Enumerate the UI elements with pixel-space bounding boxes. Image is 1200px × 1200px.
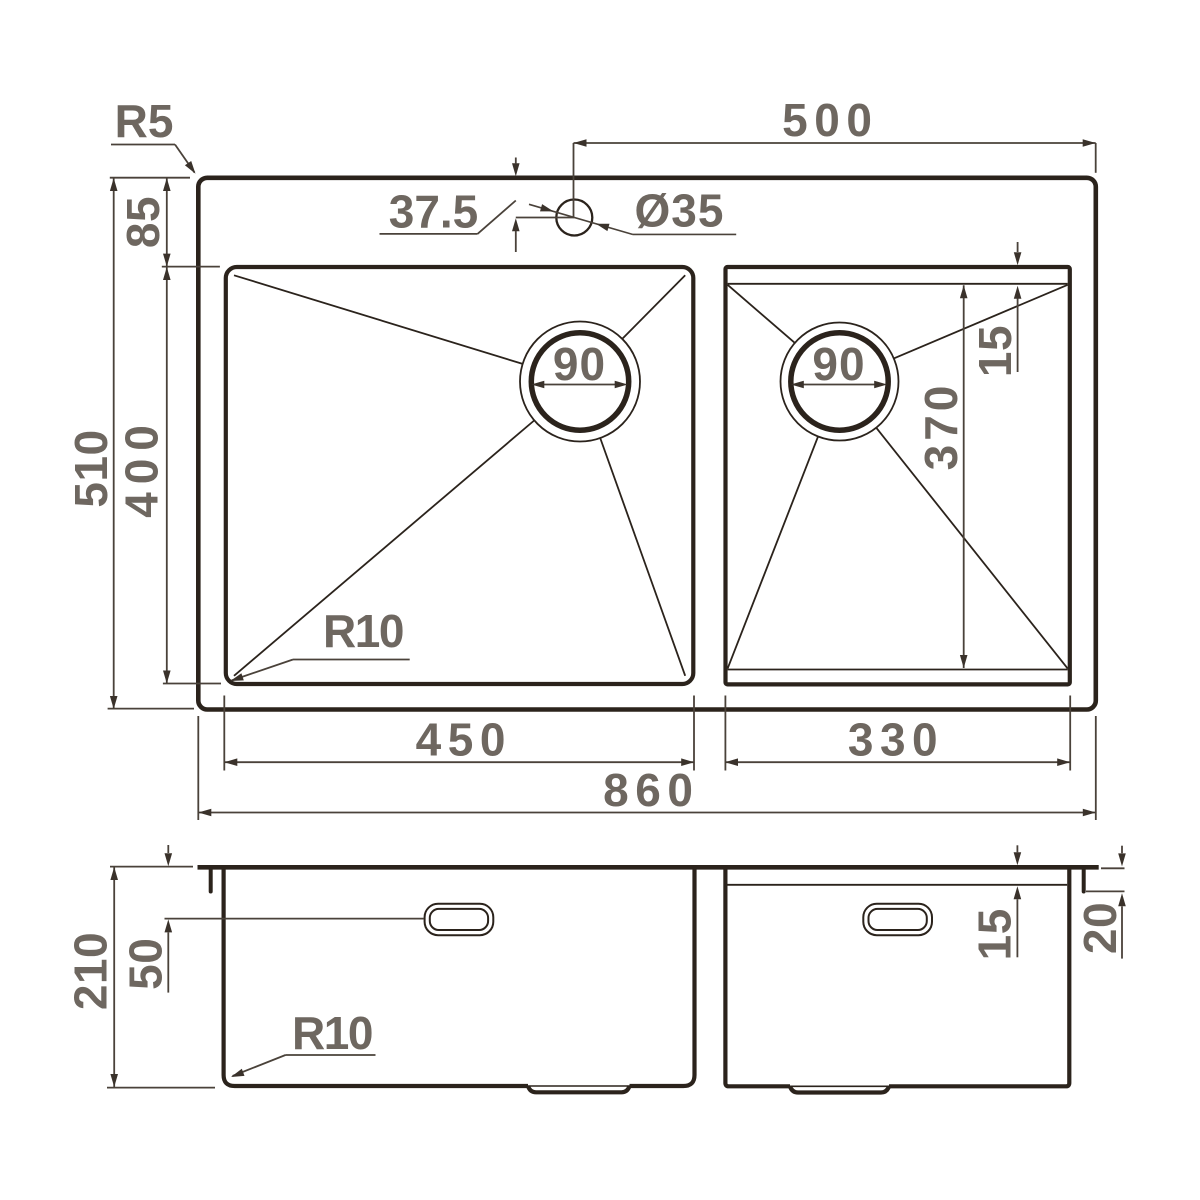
svg-text:R10: R10 xyxy=(323,605,403,657)
svg-text:330: 330 xyxy=(848,714,944,766)
svg-text:20: 20 xyxy=(1074,902,1126,954)
svg-text:R5: R5 xyxy=(115,95,174,147)
svg-text:37.5: 37.5 xyxy=(389,186,479,238)
svg-text:860: 860 xyxy=(603,764,699,816)
svg-text:500: 500 xyxy=(782,94,878,146)
svg-text:370: 370 xyxy=(915,382,967,471)
svg-text:210: 210 xyxy=(65,932,117,1010)
svg-text:15: 15 xyxy=(969,325,1021,377)
svg-text:400: 400 xyxy=(116,417,168,518)
svg-text:Ø35: Ø35 xyxy=(635,185,725,237)
svg-text:85: 85 xyxy=(117,196,169,248)
svg-text:90: 90 xyxy=(812,338,865,390)
svg-text:510: 510 xyxy=(65,429,117,507)
svg-text:15: 15 xyxy=(969,908,1021,960)
svg-text:90: 90 xyxy=(553,338,606,390)
svg-text:450: 450 xyxy=(416,714,512,766)
svg-text:R10: R10 xyxy=(292,1007,372,1059)
svg-text:50: 50 xyxy=(120,938,172,990)
